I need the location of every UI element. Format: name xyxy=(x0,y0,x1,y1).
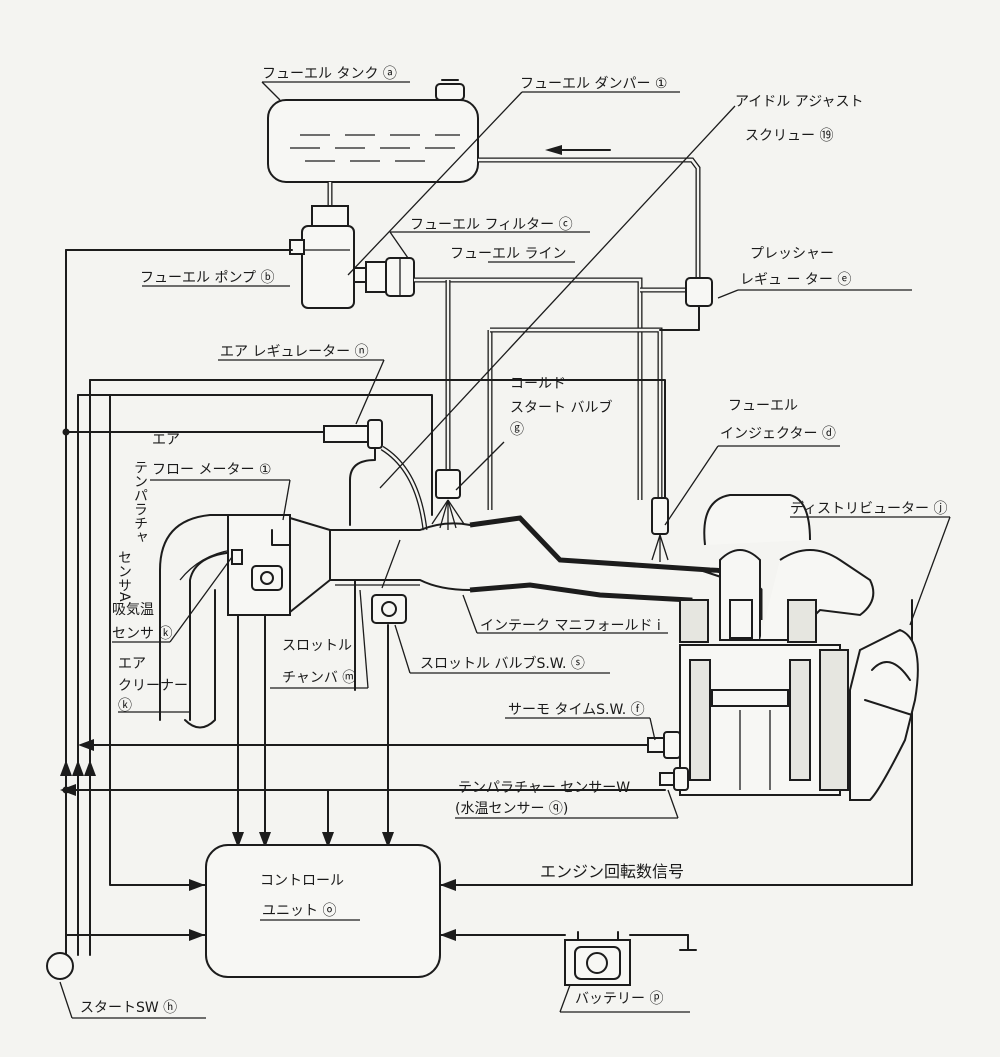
label-pressure-regulator-1: プレッシャー xyxy=(750,246,834,262)
label-air-cleaner-1: エア xyxy=(118,656,146,672)
label-fuel-damper: フューエル ダンパー ① xyxy=(520,76,667,92)
battery xyxy=(564,931,631,986)
fuel-pump xyxy=(289,205,367,309)
label-air-flow-1: エア xyxy=(152,432,180,448)
engine-block xyxy=(679,494,875,796)
label-temp-sensor-w-1: テンパラチャー センサーW xyxy=(458,780,630,796)
label-intake-temp-1: 吸気温 xyxy=(112,602,154,618)
label-thermo-time-sw: サーモ タイムS.W. ⓕ xyxy=(508,702,645,718)
distributor xyxy=(849,628,919,801)
label-throttle-chamber-1: スロットル xyxy=(282,638,352,654)
label-engine-rpm-signal: エンジン回転数信号 xyxy=(540,862,684,881)
fuel-injector xyxy=(651,497,669,562)
label-fuel-filter: フューエル フィルター ⓒ xyxy=(410,217,573,233)
label-temp-sensor-a-2: センサA xyxy=(116,550,132,602)
water-temp-sensor xyxy=(659,767,689,791)
fuel-tank xyxy=(267,79,479,183)
label-cold-start-1: コールド xyxy=(510,376,566,392)
fuel-return-line xyxy=(478,145,701,280)
labels: フューエル タンク ⓐ フューエル ダンパー ① アイドル アジャスト スクリュ… xyxy=(80,66,947,1016)
label-cold-start-2: スタート バルブ xyxy=(510,399,612,416)
label-fuel-tank: フューエル タンク ⓐ xyxy=(262,66,397,82)
throttle-valve-switch xyxy=(371,594,407,624)
thermo-time-switch xyxy=(647,731,681,759)
label-fuel-injector-1: フューエル xyxy=(728,398,798,414)
label-start-sw: スタートSW ⓗ xyxy=(80,1000,177,1016)
leader-lines xyxy=(59,81,951,1019)
label-air-flow-2: フロー メーター ① xyxy=(152,462,271,478)
label-temp-sensor-a-1: テンパラチャ xyxy=(132,460,148,544)
label-control-unit-2: ユニット ⓞ xyxy=(262,903,336,919)
label-air-regulator: エア レギュレーター ⓝ xyxy=(220,344,369,360)
fuel-filter xyxy=(365,257,415,297)
air-flow-meter xyxy=(227,514,291,616)
label-air-cleaner-3: ⓚ xyxy=(118,698,132,714)
label-fuel-injector-2: インジェクター ⓓ xyxy=(720,426,836,442)
label-idle-adjust-2: スクリュー ⑲ xyxy=(745,128,833,144)
label-intake-temp-2: センサ ⓚ xyxy=(112,626,172,642)
label-control-unit-1: コントロール xyxy=(260,873,344,889)
label-idle-adjust-1: アイドル アジャスト xyxy=(735,94,864,110)
label-fuel-line: フューエル ライン xyxy=(450,246,566,262)
control-unit-box xyxy=(205,844,441,978)
air-regulator xyxy=(323,419,428,531)
label-throttle-chamber-2: チャンバ ⓜ xyxy=(282,670,356,686)
signal-arrows xyxy=(60,739,456,941)
cold-start-valve xyxy=(431,469,465,530)
throttle-chamber xyxy=(335,539,420,589)
label-temp-sensor-w-2: (水温センサー ⓠ) xyxy=(455,801,568,817)
label-air-cleaner-2: クリーナー xyxy=(118,678,188,694)
label-battery: バッテリー ⓟ xyxy=(575,991,663,1007)
wiring xyxy=(65,249,913,961)
start-switch xyxy=(46,952,74,980)
label-fuel-pump: フューエル ポンプ ⓑ xyxy=(140,270,274,286)
label-pressure-regulator-2: レギュ ー ター ⓔ xyxy=(740,272,851,288)
label-distributor: ディストリビューター ⓙ xyxy=(790,500,947,517)
label-intake-manifold: インテーク マニフォールド ⅰ xyxy=(480,618,661,634)
pressure-regulator xyxy=(659,277,713,331)
label-cold-start-3: ⓖ xyxy=(510,422,524,438)
label-throttle-valve-sw: スロットル バルブS.W. ⓢ xyxy=(420,655,585,672)
